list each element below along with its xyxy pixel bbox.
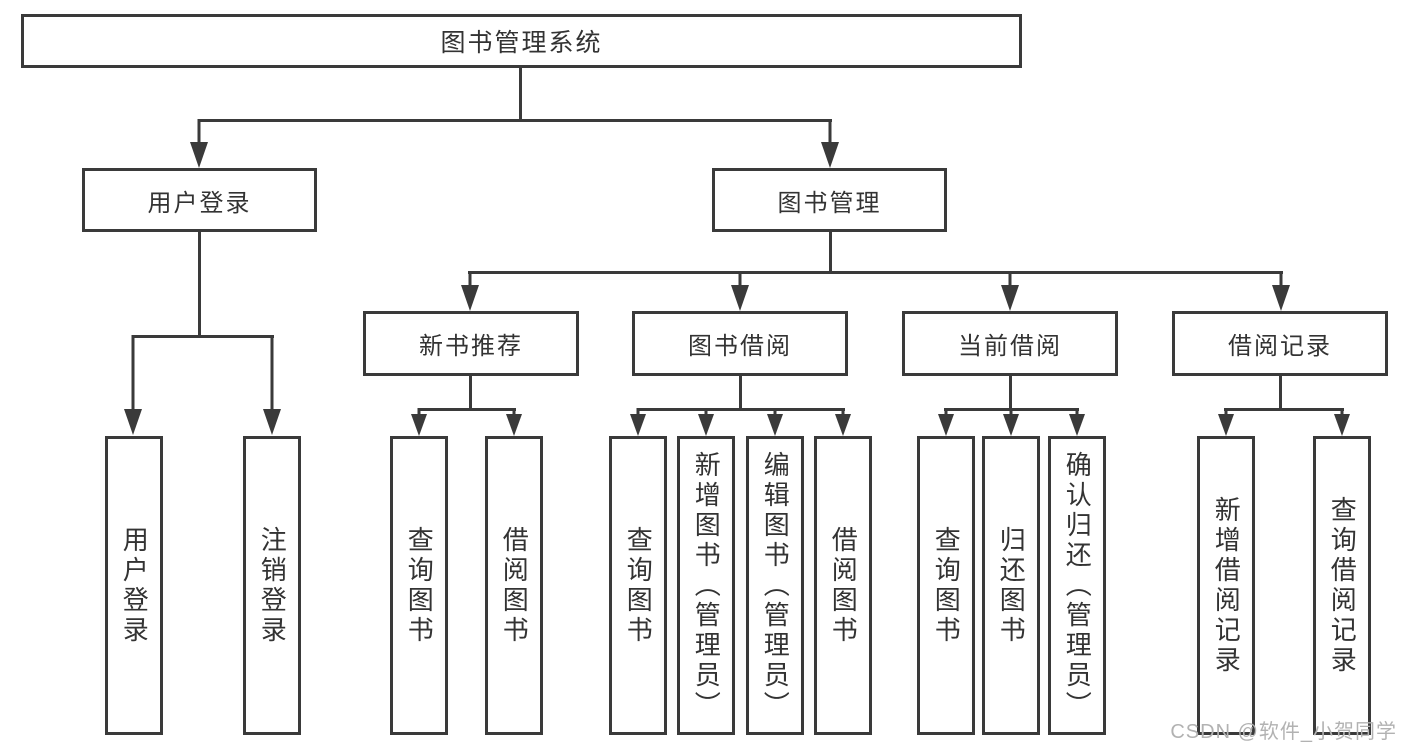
node-book-borrow: 图书借阅 xyxy=(632,311,848,376)
csdn-watermark: CSDN @软件_小贺同学 xyxy=(1170,721,1397,743)
connector-book-borrow-stem xyxy=(739,375,742,410)
node-new-book-recommend-label: 新书推荐 xyxy=(419,333,523,360)
leaf-br-add-record-label: 新增借阅记录 xyxy=(1211,495,1242,676)
leaf-bb-borrow-book: 借阅图书 xyxy=(814,436,872,735)
connector-borrow-record-branch xyxy=(1224,408,1344,411)
node-borrow-record: 借阅记录 xyxy=(1172,311,1388,376)
arrow-to-cb-confirm-return xyxy=(1069,408,1085,436)
leaf-bb-edit-book-admin-label: 编辑图书（管理员） xyxy=(760,450,791,721)
leaf-rec-query-book-label: 查询图书 xyxy=(404,525,435,646)
arrow-to-new-book-recommend xyxy=(461,271,479,311)
leaf-cb-return-book: 归还图书 xyxy=(982,436,1040,735)
connector-book-management-stem xyxy=(829,231,832,273)
arrow-to-br-query-record xyxy=(1334,408,1350,436)
leaf-bb-add-book-admin: 新增图书（管理员） xyxy=(677,436,735,735)
node-current-borrow: 当前借阅 xyxy=(902,311,1118,376)
arrow-to-cb-return-book xyxy=(1003,408,1019,436)
arrow-to-bb-add-book xyxy=(698,408,714,436)
leaf-cb-confirm-return-admin: 确认归还（管理员） xyxy=(1048,436,1106,735)
node-user-login-label: 用户登录 xyxy=(147,189,252,217)
node-new-book-recommend: 新书推荐 xyxy=(363,311,579,376)
leaf-bb-edit-book-admin: 编辑图书（管理员） xyxy=(746,436,804,735)
node-book-management: 图书管理 xyxy=(712,168,947,232)
arrow-to-bb-borrow-book xyxy=(835,408,851,436)
leaf-bb-query-book-label: 查询图书 xyxy=(623,525,654,646)
leaf-bb-add-book-admin-label: 新增图书（管理员） xyxy=(691,450,722,721)
leaf-rec-query-book: 查询图书 xyxy=(390,436,448,735)
connector-new-book-recommend-branch xyxy=(418,408,516,411)
connector-root-stem xyxy=(519,66,522,121)
node-root: 图书管理系统 xyxy=(21,14,1022,68)
arrow-to-br-add-record xyxy=(1218,408,1234,436)
leaf-bb-query-book: 查询图书 xyxy=(609,436,667,735)
connector-new-book-recommend-stem xyxy=(469,375,472,410)
leaf-br-query-record-label: 查询借阅记录 xyxy=(1327,495,1358,676)
leaf-br-add-record: 新增借阅记录 xyxy=(1197,436,1255,735)
leaf-user-login-label: 用户登录 xyxy=(119,525,150,646)
arrow-to-user-login xyxy=(190,119,208,168)
arrow-to-rec-borrow-book xyxy=(506,408,522,436)
leaf-bb-borrow-book-label: 借阅图书 xyxy=(828,525,859,646)
node-borrow-record-label: 借阅记录 xyxy=(1228,333,1332,360)
arrow-to-cb-query-book xyxy=(938,408,954,436)
connector-current-borrow-stem xyxy=(1009,375,1012,410)
leaf-cb-confirm-return-admin-label: 确认归还（管理员） xyxy=(1062,450,1093,721)
leaf-rec-borrow-book: 借阅图书 xyxy=(485,436,543,735)
arrow-to-login-leaf xyxy=(124,335,142,435)
arrow-to-borrow-record xyxy=(1272,271,1290,311)
connector-root-branch xyxy=(198,119,832,122)
node-current-borrow-label: 当前借阅 xyxy=(958,333,1062,360)
node-user-login: 用户登录 xyxy=(82,168,317,232)
leaf-logout-label: 注销登录 xyxy=(257,525,288,646)
arrow-to-book-borrow xyxy=(731,271,749,311)
leaf-logout: 注销登录 xyxy=(243,436,301,735)
node-book-management-label: 图书管理 xyxy=(777,189,882,217)
leaf-cb-query-book: 查询图书 xyxy=(917,436,975,735)
node-root-label: 图书管理系统 xyxy=(440,29,603,57)
leaf-br-query-record: 查询借阅记录 xyxy=(1313,436,1371,735)
arrow-to-bb-edit-book xyxy=(767,408,783,436)
leaf-cb-return-book-label: 归还图书 xyxy=(996,525,1027,646)
leaf-rec-borrow-book-label: 借阅图书 xyxy=(499,525,530,646)
arrow-to-current-borrow xyxy=(1001,271,1019,311)
connector-borrow-record-stem xyxy=(1279,375,1282,410)
connector-book-borrow-branch xyxy=(637,408,845,411)
connector-book-management-branch xyxy=(468,271,1283,274)
connector-user-login-stem xyxy=(198,231,201,337)
node-book-borrow-label: 图书借阅 xyxy=(688,333,792,360)
arrow-to-book-management xyxy=(821,119,839,168)
arrow-to-rec-query-book xyxy=(411,408,427,436)
arrow-to-logout-leaf xyxy=(263,335,281,435)
arrow-to-bb-query-book xyxy=(630,408,646,436)
leaf-user-login: 用户登录 xyxy=(105,436,163,735)
connector-user-login-branch xyxy=(132,335,274,338)
leaf-cb-query-book-label: 查询图书 xyxy=(931,525,962,646)
